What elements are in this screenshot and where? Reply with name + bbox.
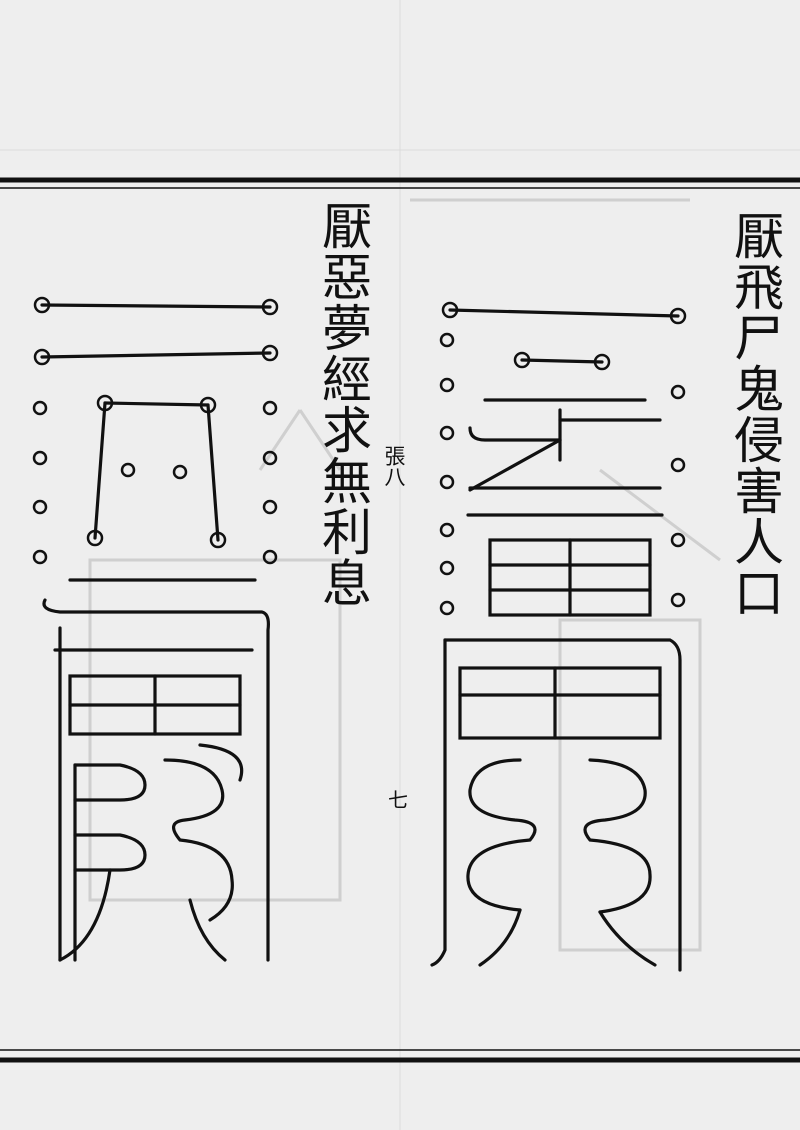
page-frame — [0, 177, 800, 1063]
right-talisman-top-bars — [441, 301, 687, 371]
left-talisman-star-pattern — [86, 394, 227, 549]
right-talisman-title: 厭飛尸鬼侵害人口 — [726, 210, 784, 618]
left-talisman-glyph — [42, 578, 270, 962]
folio-mark: 七 — [388, 788, 408, 812]
bleed-through-ghost — [88, 198, 721, 952]
left-talisman-dot-columns — [32, 400, 278, 565]
left-talisman — [32, 296, 279, 962]
right-talisman-dot-columns — [439, 332, 686, 616]
left-talisman-top-bars — [33, 296, 279, 366]
left-talisman-title: 厭惡夢經求無利息 — [314, 200, 372, 608]
folio-number: 張八 — [382, 445, 406, 487]
right-talisman — [430, 301, 687, 972]
right-talisman-glyph — [430, 398, 682, 972]
